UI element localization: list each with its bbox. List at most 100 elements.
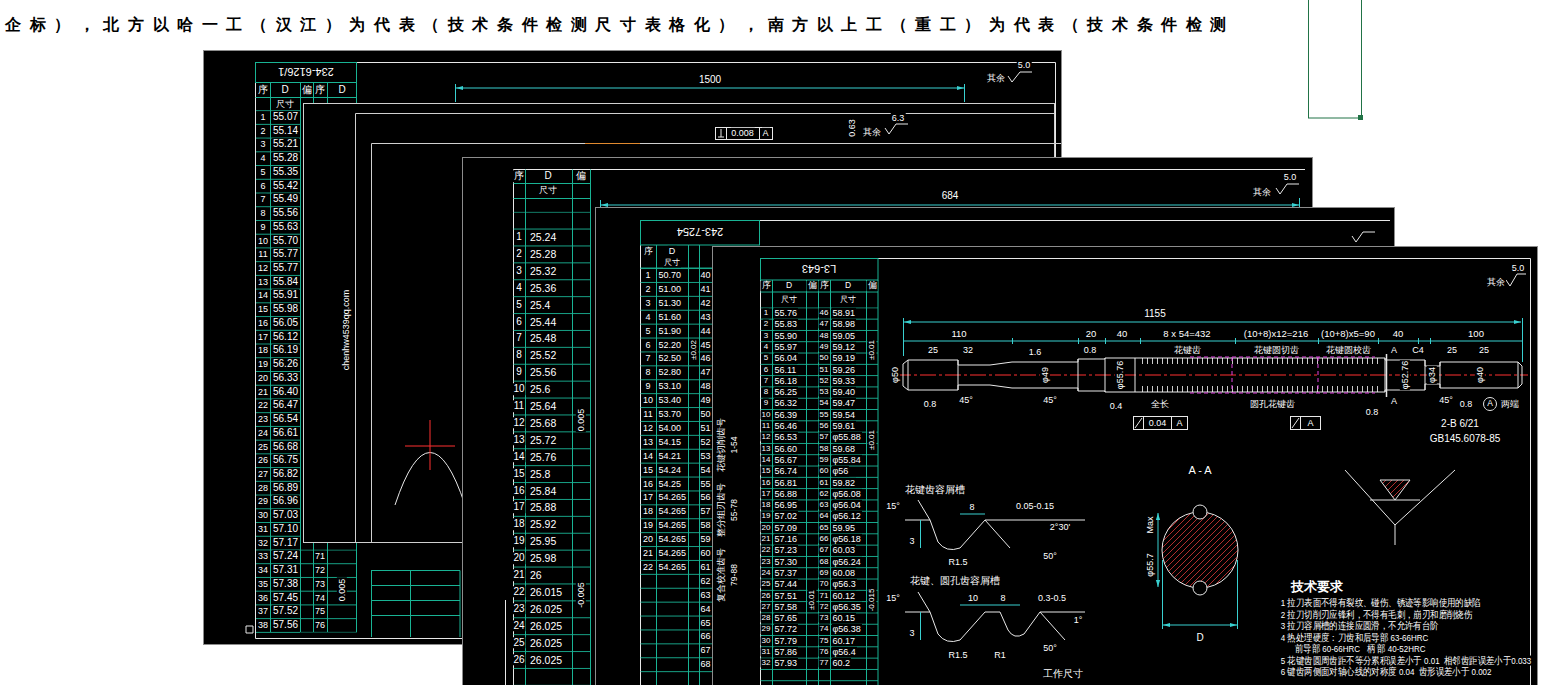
table-cell: 28	[257, 483, 269, 493]
table-cell: 56.25	[774, 387, 799, 397]
dimension-text: 50°	[1042, 643, 1058, 653]
table-cell: 21	[761, 534, 772, 543]
notes-heading: 技术要求	[1290, 580, 1344, 595]
roughness-symbol	[885, 72, 1032, 134]
table-cell: 13	[512, 434, 525, 446]
section-view	[1158, 513, 1159, 587]
table-cell: 2	[644, 284, 651, 294]
dimension-text: 684	[941, 190, 960, 202]
table-cell: 56.19	[272, 345, 299, 357]
table-cell: 56.53	[774, 432, 799, 442]
table-cell: 77	[819, 659, 830, 668]
dimension-text: R1.5	[947, 650, 968, 660]
table-cell: 15	[512, 468, 525, 480]
table-cell: 55.77	[272, 249, 299, 261]
table-header: D	[668, 246, 677, 256]
table-header: 偏	[301, 84, 313, 96]
table-cell: 32	[761, 659, 772, 668]
dimension-text: 圆孔花键齿	[1249, 399, 1296, 409]
title-block	[372, 570, 461, 637]
table-cell: 52.20	[658, 339, 683, 349]
sheet-frame	[761, 259, 1531, 685]
table-cell: 26	[761, 591, 772, 600]
table-cell: 3	[259, 139, 266, 149]
part-sketch	[405, 420, 455, 470]
table-cell: 55	[699, 478, 711, 488]
table-cell: 26	[529, 569, 543, 581]
size-table	[256, 63, 357, 83]
dimension-text: 8 x 54=432	[1162, 329, 1211, 340]
table-cell: 55.49	[272, 194, 299, 206]
table-cell: 14	[642, 451, 654, 461]
table-cell: 40	[699, 270, 711, 280]
table-cell: 7	[644, 353, 651, 363]
tolerance-frame	[1484, 398, 1497, 411]
table-cell: 25	[761, 580, 772, 589]
table-cell: 28	[761, 614, 772, 623]
table-cell: 73	[314, 579, 326, 589]
table-cell: 36	[257, 592, 269, 602]
table-cell: 33	[257, 551, 269, 561]
table-header: 序	[314, 84, 326, 96]
table-cell: 31	[761, 647, 772, 656]
table-cell: 9	[644, 381, 651, 391]
table-cell: 5	[763, 354, 769, 363]
drawing-number: 234-6126/1	[277, 66, 335, 79]
table-cell: 59.26	[832, 364, 857, 374]
tooth-group-note: 1-54	[730, 435, 740, 454]
table-cell: 34	[257, 565, 269, 575]
table-cell: 73	[819, 614, 830, 623]
table-cell: 69	[819, 568, 830, 577]
table-cell: 5	[644, 325, 651, 335]
table-cell: 56.88	[774, 489, 799, 499]
table-header: 序	[257, 84, 269, 96]
dimension-text: 0.4	[1109, 401, 1124, 411]
dimension-text: 花键圆切齿	[1253, 345, 1300, 355]
table-cell: 4	[763, 342, 769, 351]
drawing-sheet: L3-643序D偏序D偏尺寸尺寸155.76255.83355.90455.97…	[712, 246, 1538, 685]
table-cell: 57	[819, 433, 830, 442]
table-cell: 59.54	[832, 410, 857, 420]
table-cell: 52.50	[658, 353, 683, 363]
table-cell: 60.12	[832, 590, 857, 600]
table-cell: 6	[644, 339, 651, 349]
table-cell: 56.54	[272, 413, 299, 425]
table-cell: 24	[512, 620, 525, 632]
table-cell: 61	[819, 478, 830, 487]
dimension-text: (10+8)x12=216	[1243, 329, 1309, 340]
table-cell: φ56.18	[832, 534, 862, 544]
table-cell: 60.08	[832, 568, 857, 578]
table-cell: 11	[513, 400, 525, 412]
table-cell: 59.82	[832, 477, 857, 487]
table-cell: 10	[761, 410, 772, 419]
dimension-text: 花键圆校齿	[1325, 345, 1372, 355]
table-cell: 55.98	[272, 303, 299, 315]
table-cell: 20	[761, 523, 772, 532]
table-cell: 65	[819, 523, 830, 532]
roughness-symbol	[1352, 232, 1375, 242]
table-cell: 46	[699, 353, 711, 363]
table-cell: 57.37	[774, 568, 799, 578]
table-cell: 55.21	[272, 139, 299, 151]
tooth-zone	[1190, 357, 1375, 393]
table-cell: 58	[819, 444, 830, 453]
dimension-text: 全长	[1150, 399, 1170, 409]
groove-profile	[918, 500, 1010, 548]
table-cell: 29	[257, 496, 269, 506]
table-cell: 6	[763, 365, 769, 374]
table-cell: 53.10	[658, 381, 683, 391]
table-cell: 26.025	[529, 653, 563, 665]
table-cell: 50	[699, 409, 711, 419]
section-view	[1163, 625, 1237, 626]
table-header: 尺寸	[538, 185, 558, 195]
table-cell: 25.76	[529, 451, 557, 463]
table-cell: 53.40	[658, 395, 683, 405]
technical-note: 4 热处理硬度：刀齿和后导部 63-66HRC	[1280, 632, 1429, 643]
drawing-number: L3-643	[801, 263, 837, 276]
table-cell: 16	[512, 485, 525, 497]
table-cell: 25.44	[529, 315, 557, 327]
dimension-text: 100	[1467, 329, 1485, 340]
table-cell: 17	[257, 332, 269, 342]
table-cell: φ56.35	[832, 602, 862, 612]
table-cell: 54	[699, 464, 711, 474]
